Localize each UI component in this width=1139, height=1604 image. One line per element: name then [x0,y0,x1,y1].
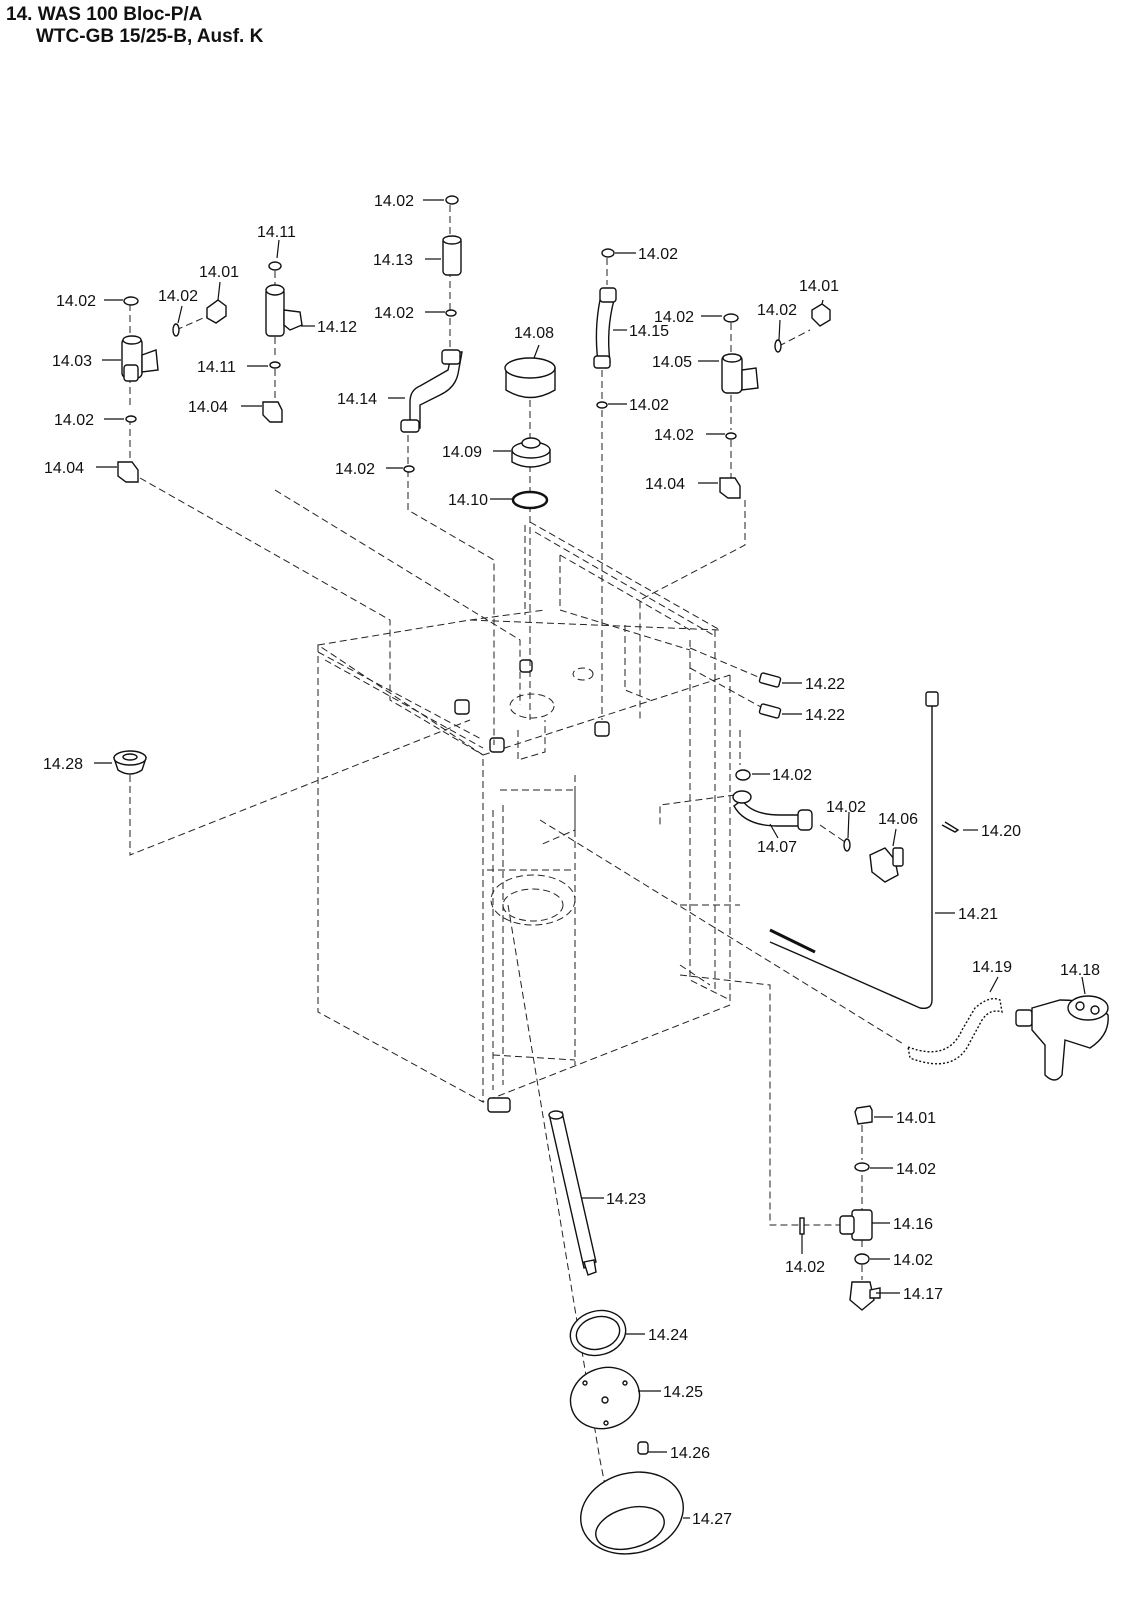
pipe-14-15-icon [593,287,617,369]
callout-14-02: 14.02 [158,288,198,305]
callout-14-02: 14.02 [654,309,694,326]
callout-14-11: 14.11 [257,224,296,241]
callout-labels: 14.02 14.11 14.13 14.02 14.01 14.02 14.0… [43,193,1100,1528]
callout-14-02: 14.02 [654,427,694,444]
callout-14-12: 14.12 [317,319,357,336]
callout-14-02: 14.02 [893,1252,933,1269]
callout-14-13: 14.13 [373,252,413,269]
cover-14-28-icon [113,750,147,775]
callout-14-02: 14.02 [374,193,414,210]
callout-14-09: 14.09 [442,444,482,461]
callout-14-03: 14.03 [52,353,92,370]
siphon-14-18-icon [1015,995,1109,1081]
valve-14-05-icon [721,353,759,394]
diagram-title: 14. WAS 100 Bloc-P/A [6,4,203,25]
leader-lines [94,199,1086,1519]
callout-14-19: 14.19 [972,959,1012,976]
o-ring-14-10-icon [511,490,549,510]
callout-14-02: 14.02 [896,1161,936,1178]
callout-14-25: 14.25 [663,1384,703,1401]
clip-14-22-icon [758,672,782,719]
pipe-14-14-icon [400,349,463,433]
callout-14-02: 14.02 [629,397,669,414]
callout-14-02: 14.02 [335,461,375,478]
callout-14-26: 14.26 [670,1445,710,1462]
callout-14-04: 14.04 [188,399,228,416]
callout-14-10: 14.10 [448,492,488,509]
angle-fitting-icon [117,401,741,499]
sensor-cable-14-21-icon [769,691,939,1010]
callout-14-01: 14.01 [799,278,839,295]
callout-14-02: 14.02 [757,302,797,319]
callout-14-02: 14.02 [54,412,94,429]
callout-14-01: 14.01 [896,1110,936,1127]
callout-14-18: 14.18 [1060,962,1100,979]
anode-14-23-icon [548,1110,597,1276]
callout-14-08: 14.08 [514,325,554,342]
tank-outline [317,521,740,1113]
callout-14-02: 14.02 [56,293,96,310]
union-14-13-icon [442,235,462,276]
callout-14-02: 14.02 [826,799,866,816]
screw-14-26-icon [637,1441,649,1455]
cover-14-27-icon [580,1471,684,1555]
callout-14-05: 14.05 [652,354,692,371]
callout-14-07: 14.07 [757,839,797,856]
callout-14-04: 14.04 [44,460,84,477]
callout-14-17: 14.17 [903,1286,943,1303]
callout-14-14: 14.14 [337,391,377,408]
callout-14-20: 14.20 [981,823,1021,840]
clip-14-20-icon [941,821,960,833]
callout-14-02: 14.02 [785,1259,825,1276]
valve-14-12-icon [265,284,303,337]
callout-14-27: 14.27 [692,1511,732,1528]
valve-14-03-icon [121,335,159,382]
plug-14-09-icon [511,437,551,468]
diagram-subtitle: WTC-GB 15/25-B, Ausf. K [36,26,264,47]
callout-14-11: 14.11 [197,359,236,376]
drain-valve-14-17-icon [849,1281,881,1311]
callout-14-02: 14.02 [772,767,812,784]
callout-14-01: 14.01 [199,264,239,281]
callout-14-24: 14.24 [648,1327,688,1344]
callout-14-21: 14.21 [958,906,998,923]
callout-14-23: 14.23 [606,1191,646,1208]
cap-14-08-icon [504,357,556,399]
callout-14-06: 14.06 [878,811,918,828]
callout-14-04: 14.04 [645,476,685,493]
callout-14-02: 14.02 [638,246,678,263]
connection-lines [129,205,906,1521]
cap-nut-icon [206,299,873,1125]
flange-14-25-icon [569,1366,641,1430]
callout-14-02: 14.02 [374,305,414,322]
tee-14-16-icon [839,1209,873,1241]
sealing-ring-icon [123,195,870,1265]
callout-14-16: 14.16 [893,1216,933,1233]
callout-14-22: 14.22 [805,707,845,724]
gasket-14-24-icon [569,1309,627,1357]
pipe-14-07-icon [732,790,813,831]
hose-14-19-icon [907,997,1003,1065]
callout-14-15: 14.15 [629,323,669,340]
callout-14-22: 14.22 [805,676,845,693]
valve-14-06-icon [869,847,904,883]
callout-14-28: 14.28 [43,756,83,773]
